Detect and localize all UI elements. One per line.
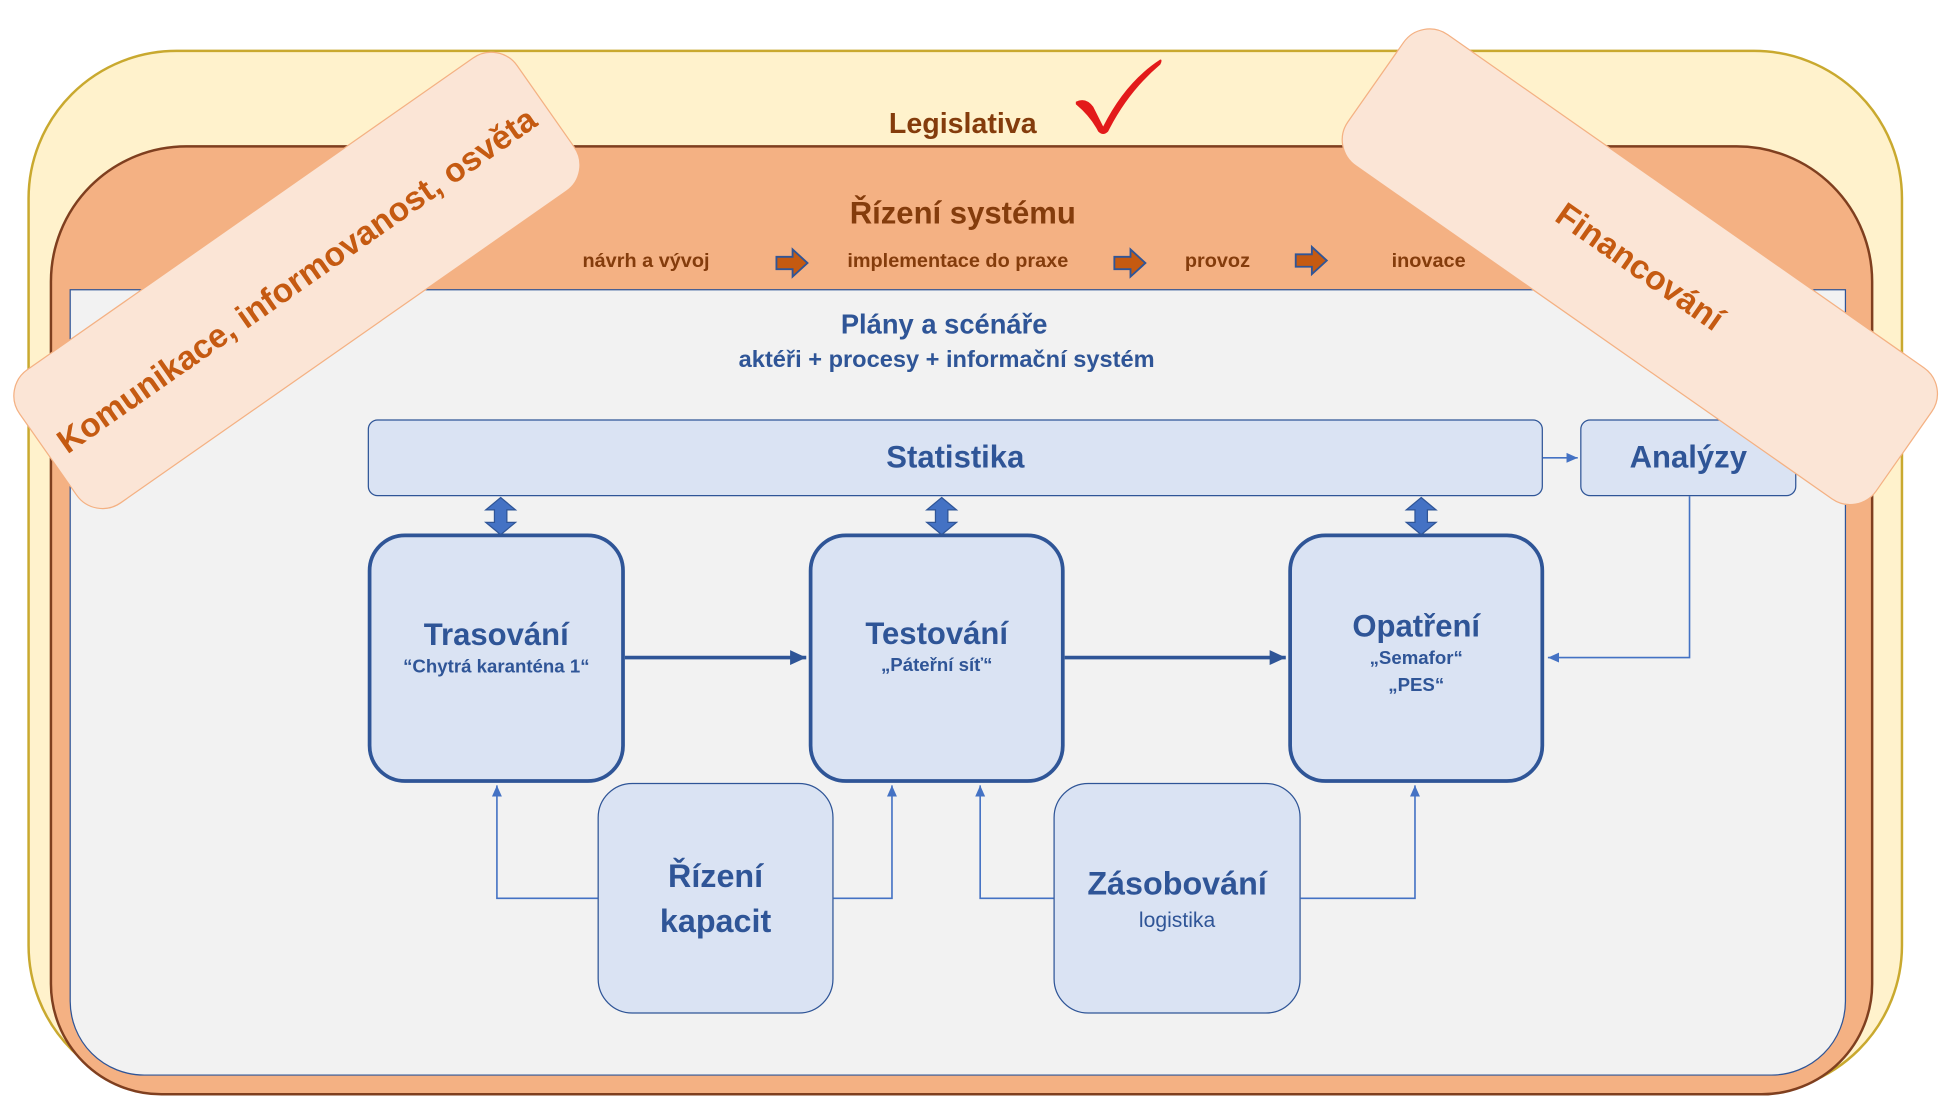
step-operation: provoz xyxy=(1184,250,1251,272)
plans-title: Plány a scénáře xyxy=(840,308,1048,340)
arrow-right-icon xyxy=(775,247,809,279)
double-arrow-icon xyxy=(925,496,959,536)
testovani-title: Testování xyxy=(865,616,1009,651)
step-innovation: inovace xyxy=(1391,250,1466,272)
double-arrow-icon xyxy=(1404,496,1438,536)
rizeni-kapacit-box: Řízení kapacit xyxy=(597,782,834,1014)
testovani-box: Testování „Páteřní síť“ xyxy=(808,533,1065,783)
trasovani-title: Trasování xyxy=(423,617,569,652)
opatreni-subtitle-pes: „PES“ xyxy=(1388,674,1445,696)
testovani-subtitle: „Páteřní síť“ xyxy=(880,654,993,676)
zasobovani-title: Zásobování xyxy=(1087,864,1267,902)
governance-title: Řízení systému xyxy=(849,196,1076,231)
step-implementation: implementace do praxe xyxy=(847,250,1069,272)
financovani-label: Financování xyxy=(1549,194,1732,338)
trasovani-subtitle: “Chytrá karanténa 1“ xyxy=(403,655,590,677)
statistika-label: Statistika xyxy=(886,439,1025,475)
statistika-box: Statistika xyxy=(367,419,1543,497)
analyzy-box: Analýzy xyxy=(1580,419,1797,497)
arrow-right-icon xyxy=(1294,244,1329,277)
step-design: návrh a vývoj xyxy=(582,250,710,272)
rizeni-kapacit-line1: Řízení xyxy=(667,857,764,895)
checkmark-icon xyxy=(1075,59,1162,134)
zasobovani-subtitle: logistika xyxy=(1138,908,1216,932)
opatreni-subtitle-semafor: „Semafor“ xyxy=(1369,647,1463,669)
opatreni-box: Opatření „Semafor“ „PES“ xyxy=(1288,533,1545,783)
double-arrow-icon xyxy=(484,496,518,536)
trasovani-box: Trasování “Chytrá karanténa 1“ xyxy=(367,533,625,783)
zasobovani-box: Zásobování logistika xyxy=(1053,782,1301,1014)
plans-subtitle: aktéři + procesy + informační systém xyxy=(738,347,1155,374)
legislation-title: Legislativa xyxy=(888,106,1037,139)
arrow-right-icon xyxy=(1113,247,1147,279)
analyzy-label: Analýzy xyxy=(1629,439,1747,475)
rizeni-kapacit-line2: kapacit xyxy=(659,901,772,940)
opatreni-title: Opatření xyxy=(1352,608,1481,644)
